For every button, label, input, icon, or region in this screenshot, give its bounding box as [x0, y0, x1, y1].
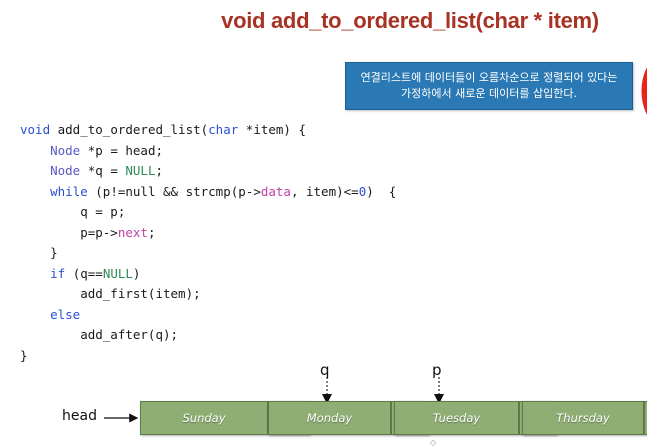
code-token: add_after(q); — [20, 327, 179, 342]
code-token: NULL — [125, 163, 156, 178]
list-node-next-pointer — [644, 401, 647, 435]
code-token: , item)<= — [290, 183, 359, 199]
list-node-data: Tuesday — [394, 401, 519, 435]
code-token: ) { — [366, 183, 397, 199]
code-token: void — [20, 122, 51, 137]
code-token: add_to_ordered_list( — [50, 122, 209, 137]
list-node-data: Sunday — [140, 401, 268, 435]
code-line: Node *q = NULL; — [20, 161, 450, 182]
code-token: ; — [155, 163, 164, 178]
list-node-label: Thursday — [556, 411, 610, 425]
code-line: add_after(q); — [20, 325, 450, 346]
code-token: (q== — [65, 265, 103, 281]
code-listing: void add_to_ordered_list(char *item) { N… — [20, 120, 450, 366]
code-token: } — [20, 347, 28, 363]
code-token: p=p-> — [20, 224, 118, 240]
code-token — [20, 266, 50, 281]
code-token: ; — [147, 224, 156, 240]
list-node-label: Sunday — [182, 411, 226, 425]
code-token — [20, 143, 50, 158]
code-line: Node *p = head; — [20, 141, 450, 162]
code-token — [20, 307, 50, 322]
code-token: else — [50, 306, 81, 322]
code-token: char — [208, 122, 239, 137]
code-token: add_first(item); — [20, 286, 201, 301]
code-token: 0 — [358, 183, 367, 199]
tuesday-anchor-marker: ◇ — [430, 438, 437, 447]
code-token: *q = — [80, 163, 126, 178]
code-token: } — [20, 245, 58, 260]
code-token: NULL — [102, 265, 133, 281]
code-line: while (p!=null && strcmp(p->data, item)<… — [20, 182, 450, 203]
code-line: q = p; — [20, 202, 450, 223]
callout-text: 연결리스트에 데이터들이 오름차순으로 정렬되어 있다는 가정하에서 새로운 데… — [360, 71, 618, 100]
head-label: head — [62, 408, 97, 424]
page-title: void add_to_ordered_list(char * item) — [221, 8, 599, 33]
code-token: *item) { — [238, 122, 306, 137]
code-token: next — [117, 224, 148, 240]
code-token: Node — [50, 142, 81, 158]
code-token: (p!=null && strcmp(p-> — [87, 183, 261, 199]
code-token: Node — [50, 163, 81, 178]
code-token: if — [50, 265, 66, 281]
list-node-label: Tuesday — [432, 411, 481, 425]
code-token: while — [50, 183, 88, 199]
code-line: } — [20, 346, 450, 367]
list-node-label: Monday — [306, 411, 353, 425]
code-token: data — [260, 183, 291, 199]
code-line: void add_to_ordered_list(char *item) { — [20, 120, 450, 141]
code-token — [20, 163, 50, 178]
list-node-data: Monday — [268, 401, 391, 435]
code-token: *p = head; — [80, 142, 164, 158]
pointer-label-q: q — [320, 361, 330, 379]
code-token: ) — [132, 265, 141, 281]
list-node-data: Thursday — [522, 401, 644, 435]
code-token — [20, 184, 50, 199]
pointer-label-p: p — [432, 361, 442, 379]
code-token: q = p; — [20, 204, 126, 219]
callout-box: 연결리스트에 데이터들이 오름차순으로 정렬되어 있다는 가정하에서 새로운 데… — [345, 62, 633, 110]
code-line: add_first(item); — [20, 284, 450, 305]
code-line: p=p->next; — [20, 223, 450, 244]
code-line: if (q==NULL) — [20, 264, 450, 285]
code-line: } — [20, 243, 450, 264]
code-line: else — [20, 305, 450, 326]
